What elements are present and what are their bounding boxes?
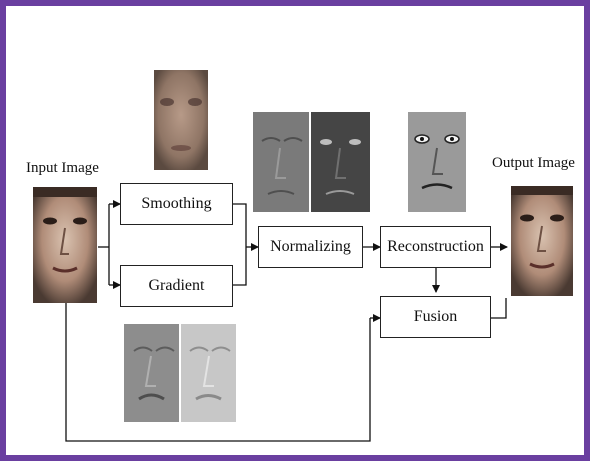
reconstruction-box: Reconstruction	[380, 226, 491, 268]
output-face-image	[511, 186, 573, 296]
gradient-box: Gradient	[120, 265, 233, 307]
input-image-label: Input Image	[26, 160, 99, 176]
smoothed-face-image	[154, 70, 208, 170]
fusion-box: Fusion	[380, 296, 491, 338]
output-image-label: Output Image	[492, 155, 575, 171]
normalized-face-image-1	[253, 112, 309, 212]
diagram-connectors	[33, 70, 573, 442]
reconstructed-face-image	[408, 112, 466, 212]
normalized-face-image-2	[311, 112, 370, 212]
gradient-out-line	[233, 247, 247, 286]
normalizing-box: Normalizing	[258, 226, 363, 268]
fusion-to-output-line	[491, 298, 507, 319]
input-bypass-line	[65, 303, 371, 442]
input-face-image	[33, 187, 97, 303]
gradient-face-image-2	[181, 324, 236, 422]
gradient-face-image-1	[124, 324, 179, 422]
smoothing-box: Smoothing	[120, 183, 233, 225]
smoothing-out-line	[233, 203, 247, 247]
